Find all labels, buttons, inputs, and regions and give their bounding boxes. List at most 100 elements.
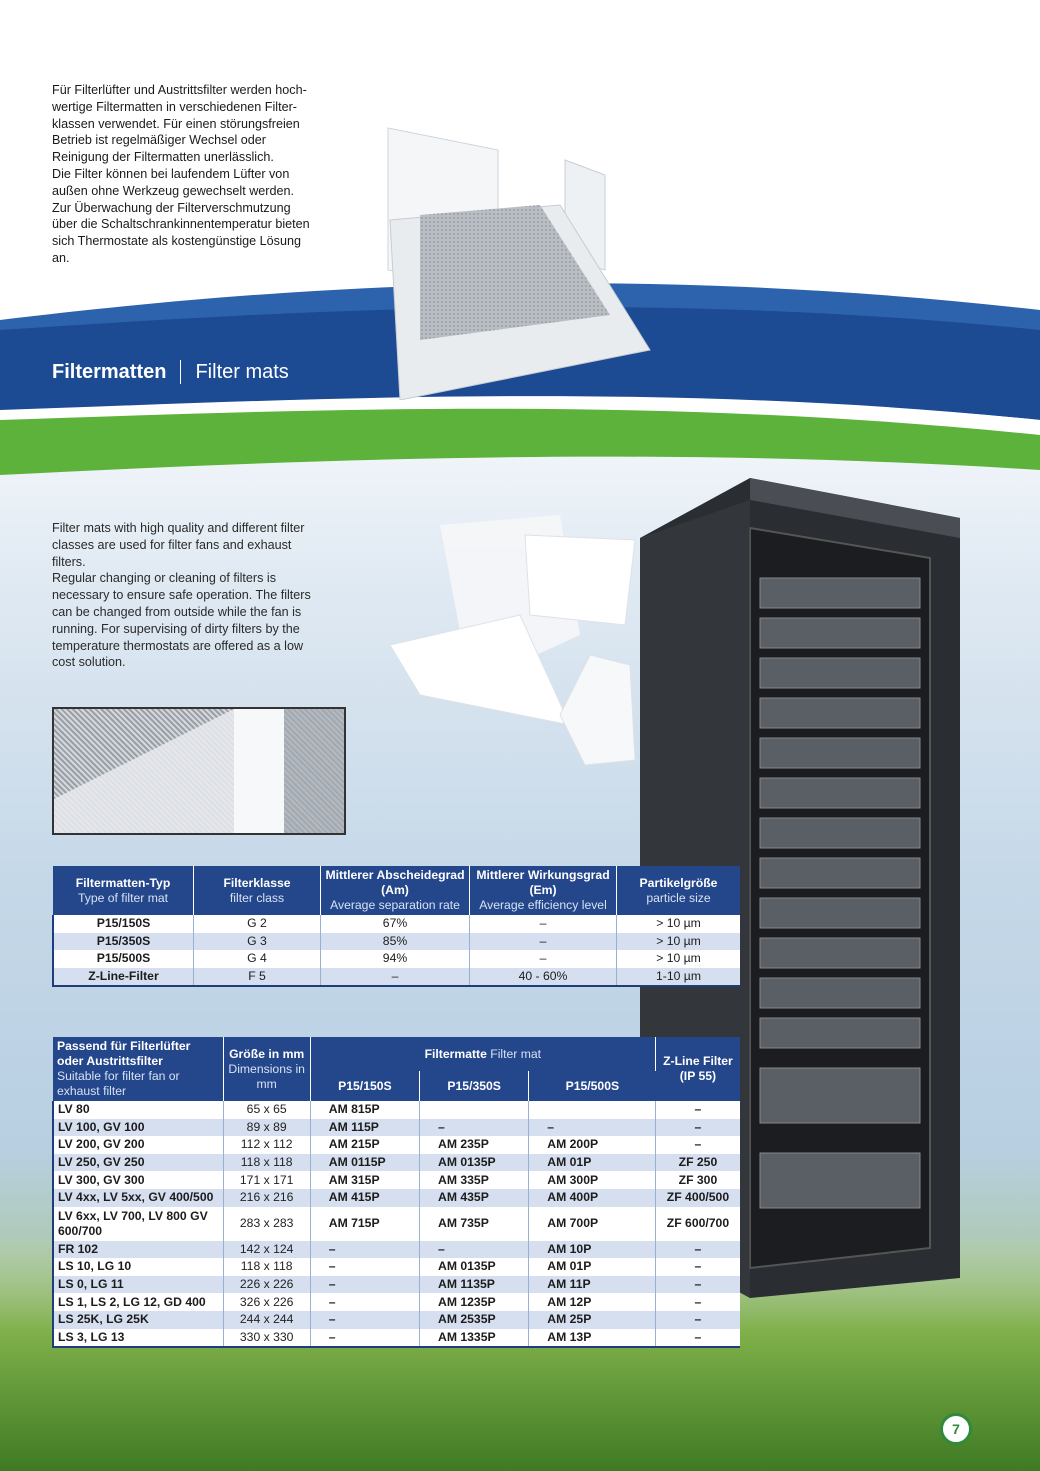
intro-de-line: wertige Filtermatten in verschiedenen Fi… [52, 99, 297, 114]
table-cell: LS 10, LG 10 [53, 1258, 224, 1276]
table-cell: AM 215P [310, 1136, 421, 1154]
filter-mat-fit-table: Passend für Filterlüfter oder Austrittsf… [52, 1037, 740, 1348]
filter-mat-closeup-photo [52, 707, 346, 835]
table-cell [419, 1101, 530, 1119]
table-cell: AM 0135P [419, 1258, 530, 1276]
table-cell: LS 1, LS 2, LG 12, GD 400 [53, 1293, 224, 1311]
table-cell: – [310, 1310, 421, 1329]
table-cell: AM 415P [310, 1188, 421, 1207]
intro-en-line: running. For supervising of dirty filter… [52, 621, 300, 636]
col-header-mat: P15/500S [528, 1071, 656, 1101]
table-cell: AM 300P [528, 1171, 656, 1189]
intro-de-line: Für Filterlüfter und Austrittsfilter wer… [52, 83, 307, 97]
table-cell: – [310, 1328, 421, 1348]
table-cell: AM 01P [528, 1258, 656, 1276]
intro-de-line: Betrieb ist regelmäßiger Wechsel oder [52, 133, 266, 148]
col-header-fit: Passend für Filterlüfter oder Austrittsf… [53, 1037, 224, 1101]
col-header-zline: Z-Line Filter (IP 55) [655, 1037, 740, 1101]
table-cell: – [655, 1136, 740, 1154]
table-cell: AM 700P [528, 1206, 656, 1241]
table-cell: LS 0, LG 11 [53, 1275, 224, 1294]
table-cell: 118 x 118 [223, 1258, 311, 1276]
table-cell: – [310, 1240, 421, 1259]
table-cell: 142 x 124 [223, 1240, 311, 1259]
table-cell: LS 25K, LG 25K [53, 1310, 224, 1329]
intro-en-line: Filter mats with high quality and differ… [52, 521, 305, 535]
table-cell: LV 6xx, LV 700, LV 800 GV 600/700 [53, 1206, 224, 1241]
table-cell: LS 3, LG 13 [53, 1328, 224, 1348]
table-cell: ZF 600/700 [655, 1206, 740, 1241]
table-cell: – [655, 1328, 740, 1348]
table-cell: – [655, 1240, 740, 1259]
intro-en-line: Regular changing or cleaning of filters … [52, 571, 277, 586]
title-separator [180, 360, 182, 384]
table-cell: – [419, 1118, 530, 1137]
table-cell: AM 235P [419, 1136, 530, 1154]
col-header-mat: P15/350S [419, 1071, 530, 1101]
table-cell: LV 250, GV 250 [53, 1153, 224, 1172]
foam-filter-mats [389, 515, 636, 766]
server-rack-image [640, 478, 960, 1298]
intro-de-line: Zur Überwachung der Filterverschmutzung [52, 200, 291, 215]
intro-de-line: außen ohne Werkzeug gewechselt werden. [52, 183, 294, 198]
table-cell: AM 1135P [419, 1275, 530, 1294]
table-cell: AM 2535P [419, 1310, 530, 1329]
intro-en-line: can be changed from outside while the fa… [52, 604, 302, 619]
table-cell: LV 200, GV 200 [53, 1136, 224, 1154]
table-cell: FR 102 [53, 1240, 224, 1259]
table-cell: 216 x 216 [223, 1188, 311, 1207]
intro-de-line: sich Thermostate als kostengünstige Lösu… [52, 234, 301, 249]
table-cell: 112 x 112 [223, 1136, 311, 1154]
intro-en-line: necessary to ensure safe operation. The … [52, 588, 311, 603]
table-cell: 89 x 89 [223, 1118, 311, 1137]
col-header: Mittlerer Wirkungsgrad (Em)Average effic… [469, 866, 617, 915]
table-cell: LV 100, GV 100 [53, 1118, 224, 1137]
intro-en-line: classes are used for filter fans and exh… [52, 537, 292, 552]
table-cell: AM 435P [419, 1188, 530, 1207]
intro-en-line: filters. [52, 554, 86, 569]
table-cell: AM 200P [528, 1136, 656, 1154]
table-cell: 244 x 244 [223, 1310, 311, 1329]
table-cell: AM 815P [310, 1101, 421, 1119]
table-cell: AM 335P [419, 1171, 530, 1189]
table-cell: 330 x 330 [223, 1328, 311, 1348]
table-cell: AM 400P [528, 1188, 656, 1207]
intro-text-de: Für Filterlüfter und Austrittsfilter wer… [52, 82, 344, 267]
table-header-row: Passend für Filterlüfter oder Austrittsf… [53, 1037, 740, 1101]
table-cell: ZF 300 [655, 1171, 740, 1189]
col-header-mat: P15/150S [310, 1071, 421, 1101]
intro-de-line: Die Filter können bei laufendem Lüfter v… [52, 166, 290, 181]
table-cell: AM 13P [528, 1328, 656, 1348]
section-title-de: Filtermatten [52, 360, 167, 383]
table-cell: – [655, 1101, 740, 1119]
table-cell: 118 x 118 [223, 1153, 311, 1172]
table-cell: AM 315P [310, 1171, 421, 1189]
table-cell: – [655, 1275, 740, 1294]
table-cell: – [655, 1293, 740, 1311]
table-cell: – [419, 1240, 530, 1259]
table-cell: – [310, 1275, 421, 1294]
table-cell: – [310, 1293, 421, 1311]
table-cell: – [528, 1118, 656, 1137]
table-cell: – [655, 1310, 740, 1329]
intro-de-line: klassen verwendet. Für einen störungsfre… [52, 116, 300, 131]
table-cell [528, 1101, 656, 1119]
intro-en-line: temperature thermostats are offered as a… [52, 638, 304, 653]
table-cell: AM 735P [419, 1206, 530, 1241]
